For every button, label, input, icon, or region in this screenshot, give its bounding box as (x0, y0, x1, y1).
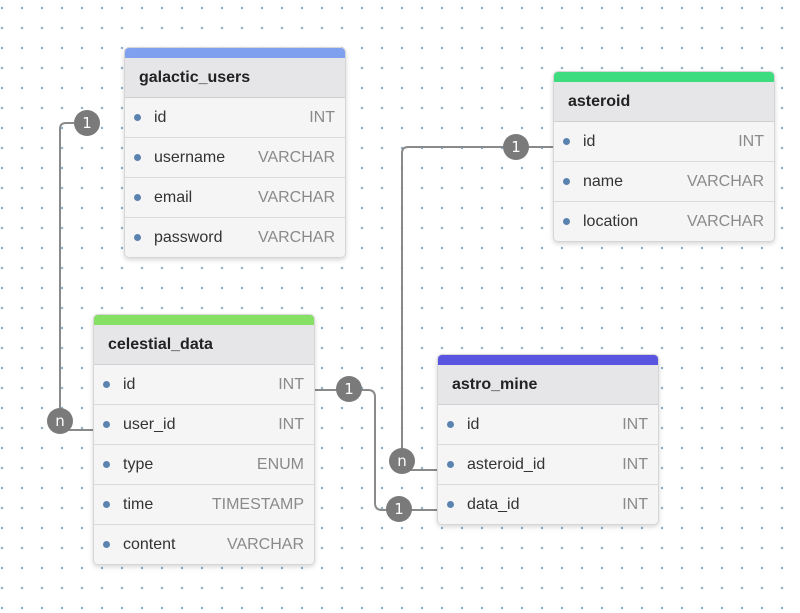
column-dot-icon (103, 501, 110, 508)
cardinality-badge: 1 (386, 496, 412, 522)
column-type: INT (309, 109, 335, 126)
column-row[interactable]: asteroid_id INT (438, 445, 658, 485)
column-type: VARCHAR (226, 536, 304, 553)
column-row[interactable]: id INT (94, 365, 314, 405)
column-type: INT (278, 416, 304, 433)
table-title: astro_mine (438, 365, 658, 405)
column-name: username (154, 149, 226, 166)
column-name: id (154, 109, 167, 126)
column-row[interactable]: password VARCHAR (125, 218, 345, 257)
table-title: celestial_data (94, 325, 314, 365)
column-dot-icon (134, 154, 141, 161)
column-row[interactable]: name VARCHAR (554, 162, 774, 202)
column-name: id (467, 416, 480, 433)
column-name: email (154, 189, 193, 206)
table-astro-mine[interactable]: astro_mine id INT asteroid_id INT data_i… (437, 354, 659, 525)
column-row[interactable]: id INT (554, 122, 774, 162)
column-type: TIMESTAMP (211, 496, 304, 513)
column-row[interactable]: content VARCHAR (94, 525, 314, 564)
table-accent-bar (125, 48, 345, 58)
table-galactic-users[interactable]: galactic_users id INT username VARCHAR e… (124, 47, 346, 258)
connector-users-celestial (59, 122, 93, 431)
column-row[interactable]: id INT (438, 405, 658, 445)
column-dot-icon (134, 194, 141, 201)
column-dot-icon (563, 138, 570, 145)
column-dot-icon (134, 234, 141, 241)
connector-celestial-astromine (313, 389, 437, 511)
column-dot-icon (103, 461, 110, 468)
column-name: password (154, 229, 223, 246)
column-dot-icon (563, 178, 570, 185)
column-name: user_id (123, 416, 176, 433)
column-name: id (583, 133, 596, 150)
column-type: INT (278, 376, 304, 393)
column-name: time (123, 496, 154, 513)
table-accent-bar (94, 315, 314, 325)
column-dot-icon (103, 381, 110, 388)
column-type: INT (622, 496, 648, 513)
table-celestial-data[interactable]: celestial_data id INT user_id INT type E… (93, 314, 315, 565)
table-title: asteroid (554, 82, 774, 122)
column-name: data_id (467, 496, 520, 513)
column-name: type (123, 456, 154, 473)
column-type: VARCHAR (686, 173, 764, 190)
column-row[interactable]: email VARCHAR (125, 178, 345, 218)
column-type: VARCHAR (686, 213, 764, 230)
table-accent-bar (438, 355, 658, 365)
cardinality-badge: 1 (336, 376, 362, 402)
column-type: ENUM (256, 456, 304, 473)
column-type: VARCHAR (257, 229, 335, 246)
table-accent-bar (554, 72, 774, 82)
column-dot-icon (103, 421, 110, 428)
column-dot-icon (447, 421, 454, 428)
column-row[interactable]: location VARCHAR (554, 202, 774, 241)
column-type: INT (738, 133, 764, 150)
column-dot-icon (447, 461, 454, 468)
column-dot-icon (134, 114, 141, 121)
cardinality-badge: 1 (503, 134, 529, 160)
column-type: INT (622, 456, 648, 473)
column-row[interactable]: username VARCHAR (125, 138, 345, 178)
column-dot-icon (447, 501, 454, 508)
column-type: VARCHAR (257, 189, 335, 206)
column-row[interactable]: id INT (125, 98, 345, 138)
cardinality-badge: n (47, 408, 73, 434)
column-name: name (583, 173, 624, 190)
table-title: galactic_users (125, 58, 345, 98)
column-dot-icon (103, 541, 110, 548)
column-row[interactable]: time TIMESTAMP (94, 485, 314, 525)
column-name: asteroid_id (467, 456, 546, 473)
column-row[interactable]: type ENUM (94, 445, 314, 485)
column-dot-icon (563, 218, 570, 225)
column-type: INT (622, 416, 648, 433)
cardinality-badge: 1 (74, 110, 100, 136)
column-row[interactable]: data_id INT (438, 485, 658, 524)
column-type: VARCHAR (257, 149, 335, 166)
column-name: id (123, 376, 136, 393)
table-asteroid[interactable]: asteroid id INT name VARCHAR location VA… (553, 71, 775, 242)
column-row[interactable]: user_id INT (94, 405, 314, 445)
column-name: content (123, 536, 176, 553)
column-name: location (583, 213, 639, 230)
cardinality-badge: n (389, 448, 415, 474)
